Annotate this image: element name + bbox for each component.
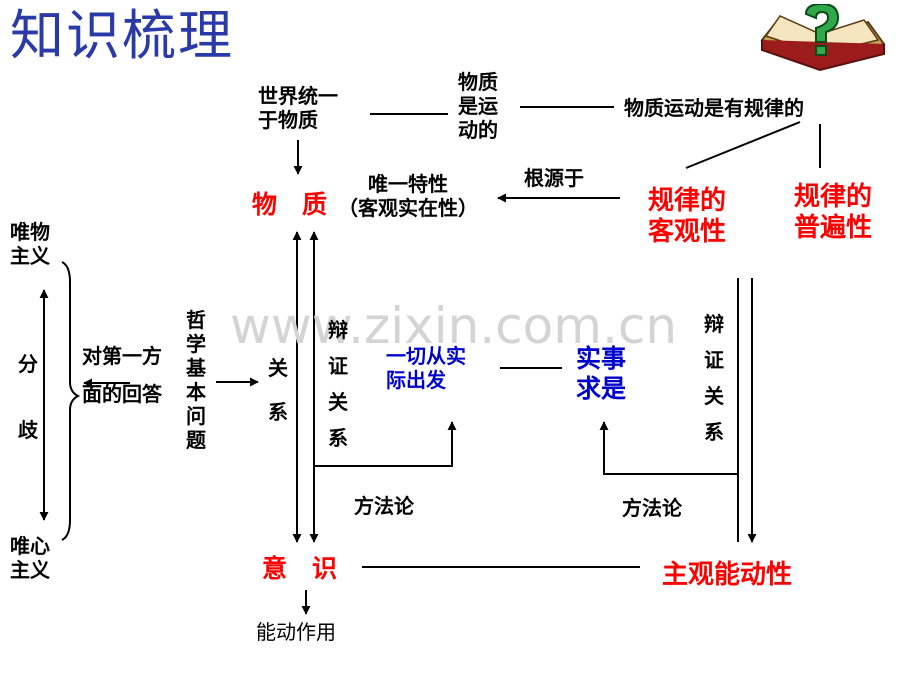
arrow-method-right	[599, 421, 738, 475]
answer-label: 对第一方面的回答	[82, 344, 162, 406]
watermark: www.zixin.com.cn	[230, 297, 678, 355]
subjective-initiative-node: 主观能动性	[662, 560, 793, 590]
dialectical-left-label: 辩证关系	[328, 318, 348, 450]
materialism-label: 唯物主义	[10, 220, 50, 268]
seek-truth-node: 实事求是	[576, 344, 627, 403]
matter-motion-label: 物质是运动的	[458, 70, 498, 142]
from-reality-node: 一切从实际出发	[386, 344, 466, 392]
divergence-bottom: 歧	[18, 418, 38, 442]
arrow-method-left	[314, 421, 457, 467]
brace	[61, 261, 81, 541]
book-question-icon	[756, 2, 890, 80]
relation-label: 关系	[268, 356, 288, 424]
page-title: 知识梳理	[10, 4, 234, 67]
consciousness-node: 意 识	[262, 554, 338, 583]
divergence-top: 分	[18, 352, 38, 376]
idealism-label: 唯心主义	[10, 534, 50, 582]
methodology-left-label: 方法论	[354, 494, 414, 518]
dialectical-right-label: 辩证关系	[704, 312, 724, 444]
line-law-objective	[685, 121, 801, 169]
motion-law-label: 物质运动是有规律的	[624, 96, 804, 120]
uniqueness-label: 唯一特性（客观实在性）	[338, 172, 478, 220]
law-universal-node: 规律的普遍性	[794, 182, 873, 244]
basic-question-label: 哲学基本问题	[186, 308, 206, 452]
originates-label: 根源于	[524, 166, 584, 190]
methodology-right-label: 方法论	[622, 496, 682, 520]
world-unity-label: 世界统一于物质	[258, 84, 338, 132]
matter-node: 物 质	[252, 190, 328, 219]
law-objective-node: 规律的客观性	[648, 186, 727, 248]
active-role-label: 能动作用	[256, 620, 336, 644]
